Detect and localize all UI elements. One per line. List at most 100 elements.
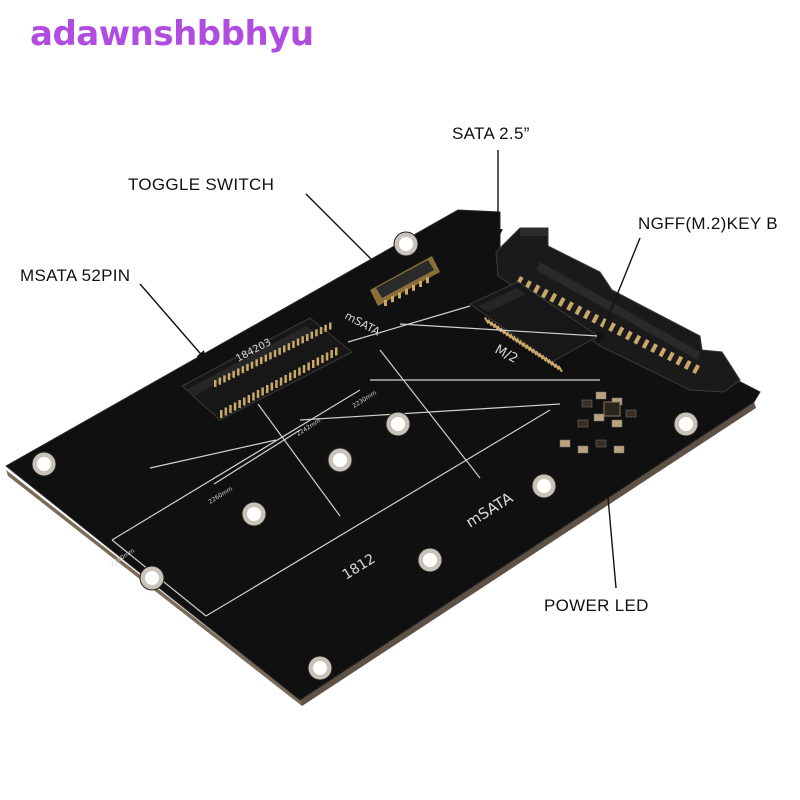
msata-pin <box>278 347 281 355</box>
msata-pin <box>312 360 315 368</box>
toggle-pin <box>384 300 387 306</box>
sata-pin <box>675 355 684 366</box>
power-led-callout-label: POWER LED <box>544 596 649 615</box>
sata-pin <box>650 343 658 354</box>
msata-pin <box>246 363 249 371</box>
toggle-switch-callout-label: TOGGLE SWITCH <box>128 175 275 194</box>
sata-pin <box>532 284 541 295</box>
toggle-pin <box>426 277 429 284</box>
m2-pin <box>522 342 528 350</box>
m2-pin <box>541 354 547 362</box>
m2-socket <box>469 281 599 373</box>
msata-pin <box>270 382 274 391</box>
m2-pin <box>506 331 512 339</box>
smd-component <box>577 419 589 428</box>
smd-component <box>595 391 607 400</box>
msata-pin <box>250 361 254 369</box>
m2-pin <box>554 363 560 371</box>
mounting-hole-center <box>537 479 551 493</box>
sata-pin <box>599 318 608 328</box>
sata-callout-label: SATA 2.5” <box>452 124 530 143</box>
msata-pin <box>220 410 223 418</box>
msata-pin <box>255 359 258 367</box>
sata-pin <box>641 339 650 349</box>
sata-pin <box>549 292 558 303</box>
toggle-pin <box>419 281 422 287</box>
msata-pin <box>261 387 264 396</box>
msata-pin <box>252 392 255 401</box>
m2-pin <box>493 323 499 331</box>
mounting-holes <box>31 231 699 681</box>
msata-pin <box>324 324 327 332</box>
msata-pin <box>292 340 295 348</box>
msata-pin <box>283 345 286 353</box>
smd-component <box>593 413 605 422</box>
msata-pin <box>321 355 324 363</box>
power-led-components <box>559 391 637 454</box>
msata-pin <box>330 350 333 358</box>
mounting-hole-center <box>37 457 51 471</box>
smd-component <box>595 439 607 448</box>
mounting-hole-center <box>247 507 261 521</box>
msata-pin <box>306 334 309 341</box>
sata-pin <box>683 360 692 370</box>
msata-pin <box>325 352 329 361</box>
sata-pin <box>591 313 600 324</box>
m2-pin <box>551 361 557 369</box>
msata-pin <box>273 350 277 358</box>
sata-pin <box>566 301 574 312</box>
msata-pin <box>229 405 232 413</box>
mounting-hole-center <box>679 417 693 431</box>
msata-pin <box>301 336 304 344</box>
mounting-hole-center <box>313 661 327 675</box>
sata-pin <box>582 309 591 320</box>
msata-pin <box>289 372 292 381</box>
m2-pin <box>519 340 525 348</box>
smd-component <box>611 419 623 428</box>
m2-pin <box>500 327 506 335</box>
mounting-hole-center <box>423 553 437 567</box>
msata-pin <box>260 357 263 364</box>
sata-pin <box>658 347 667 358</box>
callout-arrows <box>139 150 641 589</box>
toggle-pin <box>412 284 415 291</box>
sata-pin <box>557 297 566 307</box>
m2-pin <box>509 333 515 341</box>
msata-pin <box>266 385 269 393</box>
msata-pin <box>307 362 310 371</box>
m2-pin <box>532 348 538 356</box>
msata-pin <box>293 370 297 378</box>
m2-pin <box>487 319 493 327</box>
msata-pin <box>296 338 300 346</box>
sata-pin <box>633 334 642 345</box>
toggle-pin <box>391 296 394 303</box>
msata-pin <box>287 343 291 351</box>
msata-pin <box>224 407 228 416</box>
m2-pin <box>516 338 522 346</box>
smd-component <box>559 439 571 448</box>
msata-pin <box>316 357 320 366</box>
msata-pin <box>241 366 245 374</box>
msata-pin <box>237 368 240 376</box>
m2-pin <box>490 321 496 329</box>
msata-pin <box>238 400 241 408</box>
pcb-edge-right <box>300 402 756 706</box>
msata-pin <box>298 367 301 376</box>
msata-pin <box>319 327 323 335</box>
mounting-hole-center <box>399 237 413 251</box>
sata-pin <box>692 364 700 375</box>
m2-pin <box>538 352 544 360</box>
mounting-hole-center <box>145 571 159 585</box>
msata-pin <box>256 390 260 398</box>
mounting-hole-center <box>333 453 347 467</box>
m2-pin <box>557 365 563 373</box>
watermark-text: adawnshbbhyu <box>30 14 314 54</box>
sata-pin <box>624 330 633 341</box>
m2-pin <box>525 344 531 352</box>
msata-pin <box>243 397 246 406</box>
msata-pin <box>214 380 217 387</box>
sata-pin <box>608 322 616 333</box>
toggle-pin <box>405 288 408 295</box>
msata-pin <box>247 395 251 403</box>
